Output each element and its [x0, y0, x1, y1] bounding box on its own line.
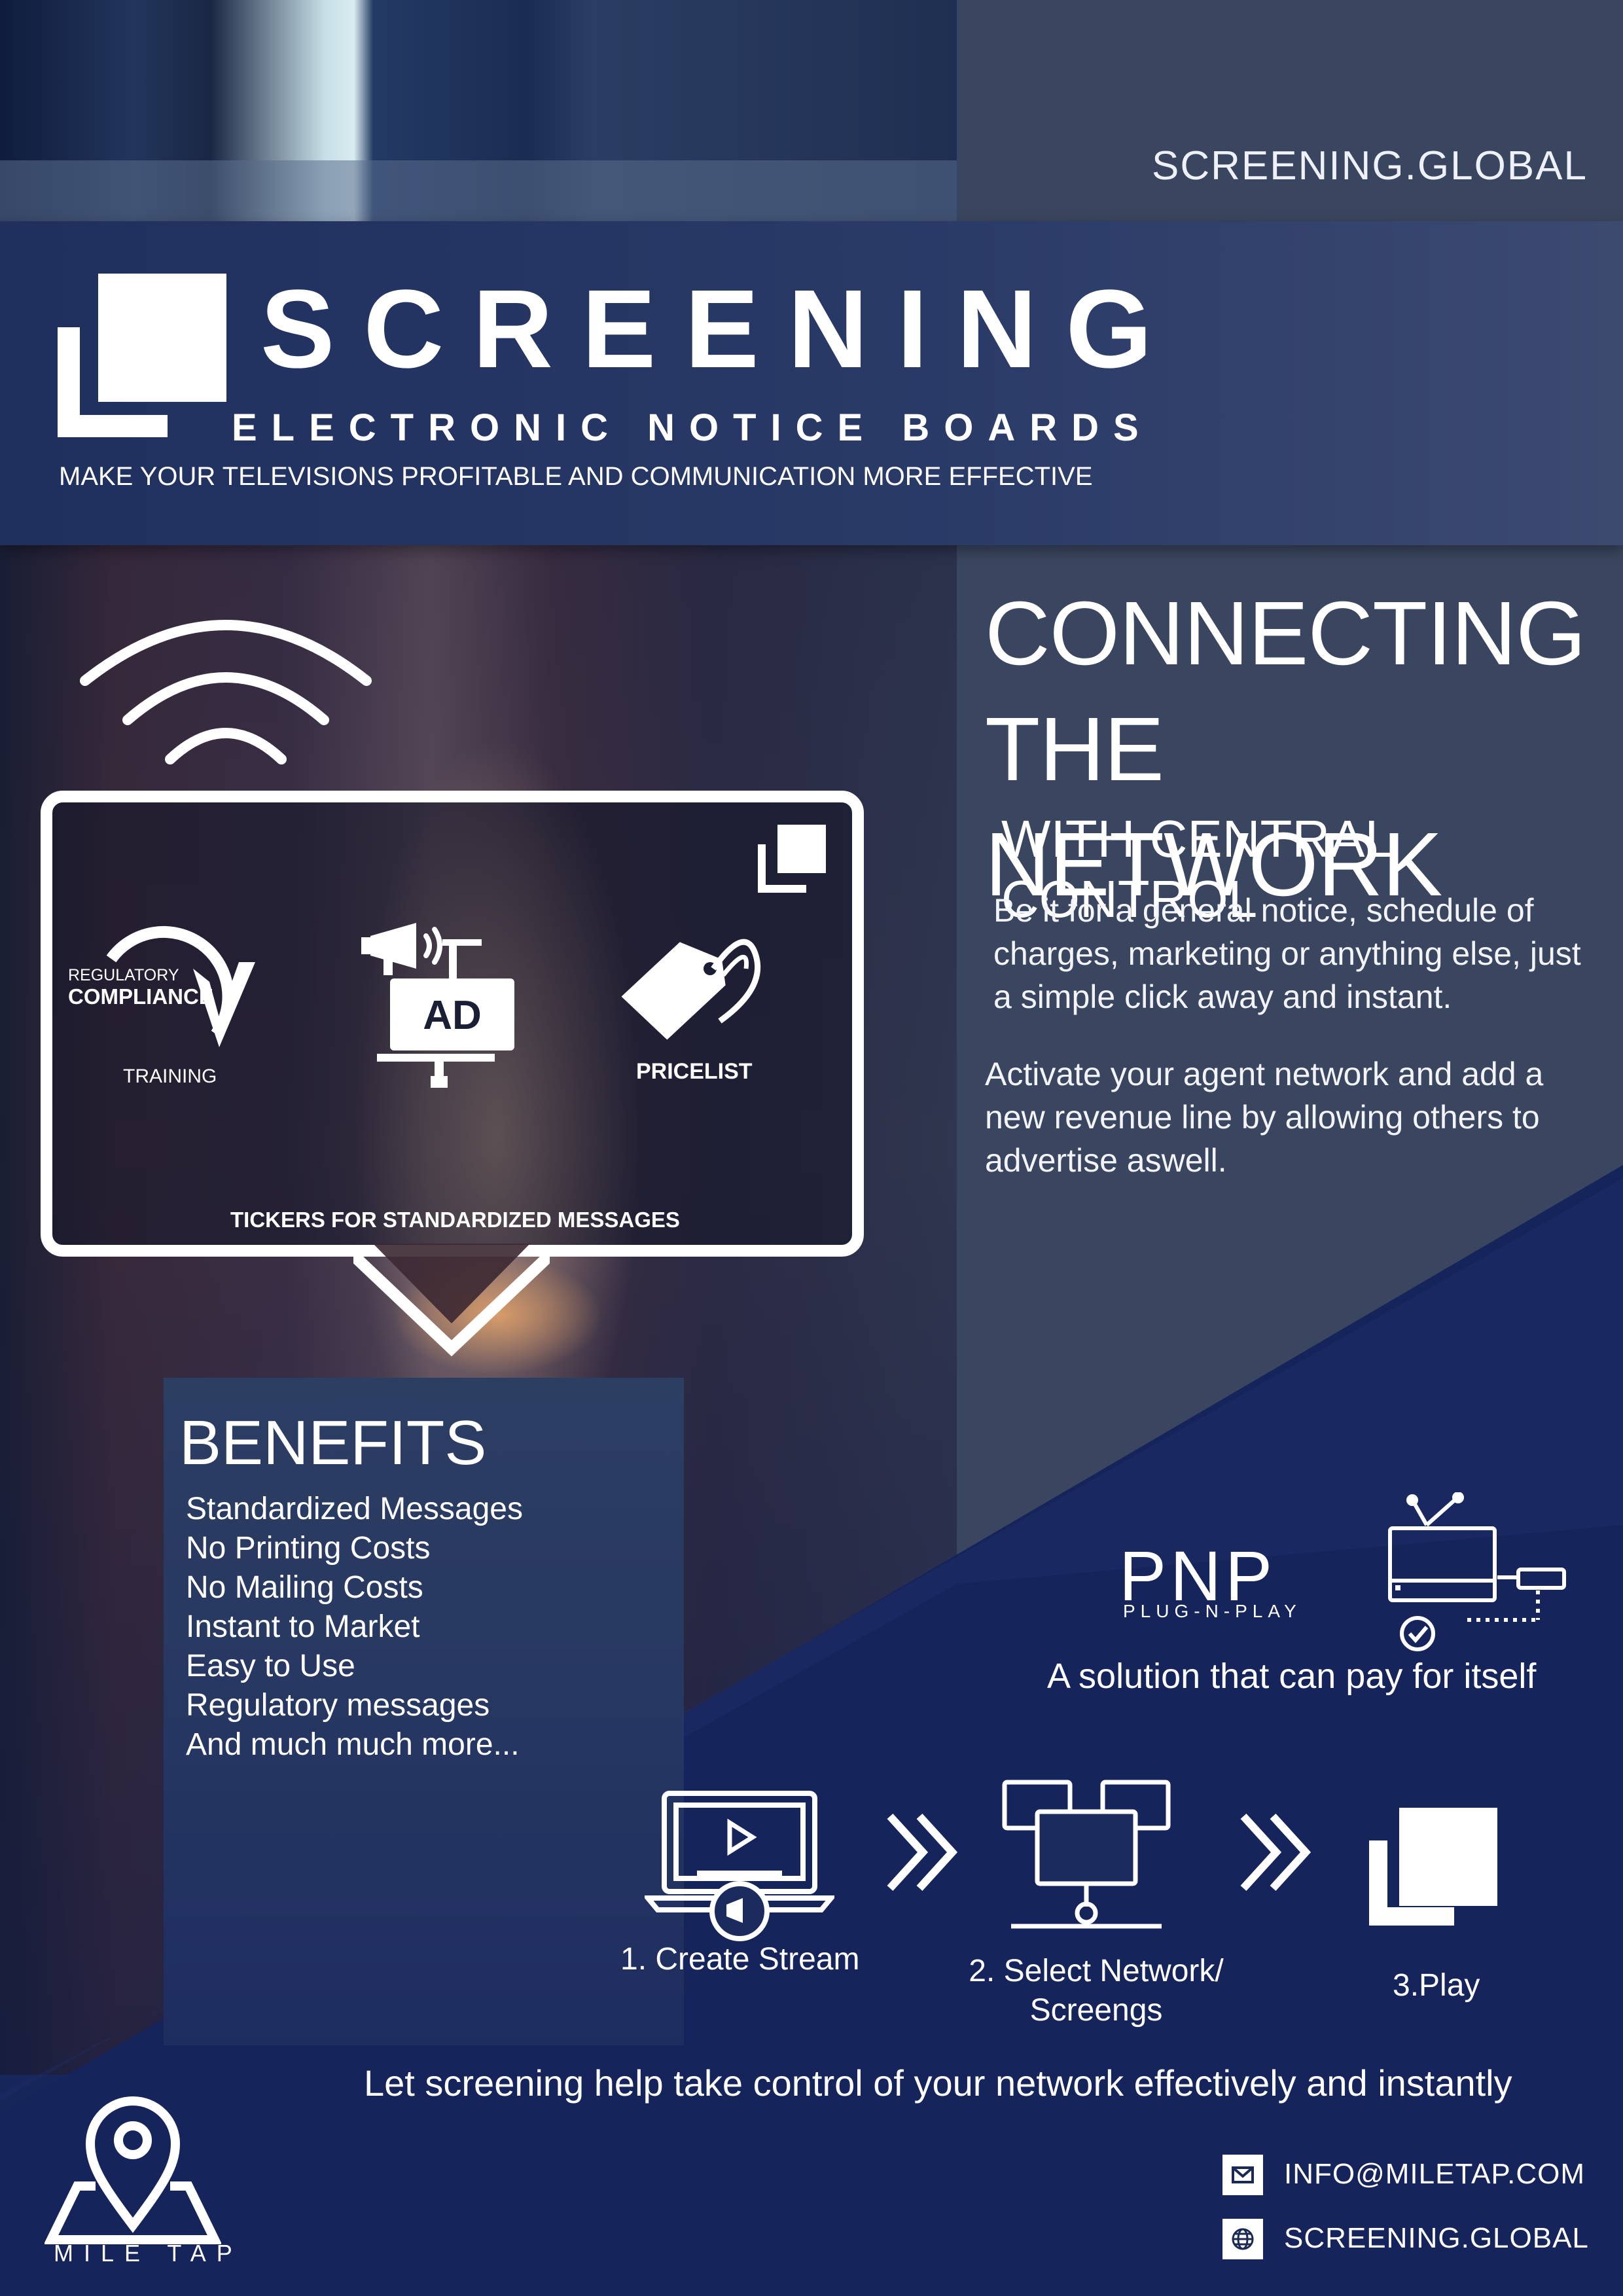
- ad-megaphone-icon: AD: [361, 923, 514, 1088]
- list-item: Easy to Use: [186, 1649, 355, 1683]
- price-tag-icon: [621, 939, 761, 1040]
- pnp-tagline: A solution that can pay for itself: [1047, 1657, 1537, 1696]
- contact-email[interactable]: INFO@MILETAP.COM: [1284, 2158, 1585, 2190]
- mini-logo-icon: [758, 825, 826, 893]
- wifi-icon: [80, 620, 372, 764]
- connect-paragraph-1: Be it for a general notice, schedule of …: [993, 892, 1581, 1015]
- brand-subtitle: ELECTRONIC NOTICE BOARDS: [232, 406, 1153, 449]
- step2-label-line1: 2. Select Network/: [969, 1954, 1224, 1988]
- regulatory-label: REGULATORY: [68, 966, 179, 984]
- ticker-caption: TICKERS FOR STANDARDIZED MESSAGES: [230, 1208, 680, 1232]
- step2-label: 2. Select Network/ Screengs: [955, 1952, 1237, 2030]
- ad-text: AD: [423, 993, 482, 1038]
- list-item: Instant to Market: [186, 1609, 420, 1644]
- contact-website[interactable]: SCREENING.GLOBAL: [1284, 2222, 1589, 2254]
- photo-overlay-band: [0, 160, 957, 223]
- tv-antenna-icon: [1388, 1492, 1566, 1651]
- header-band: [0, 221, 1623, 545]
- list-item: Standardized Messages: [186, 1492, 523, 1526]
- pnp-title: PNP: [1119, 1536, 1277, 1615]
- connect-heading-line2: THE NETWORK: [985, 698, 1442, 916]
- connect-heading-line1: CONNECTING: [985, 583, 1586, 684]
- training-label: TRAINING: [123, 1066, 217, 1087]
- pnp-subtitle: PLUG-N-PLAY: [1123, 1601, 1302, 1621]
- step2-label-line2: Screengs: [1029, 1993, 1163, 2028]
- mail-icon: [1222, 2155, 1263, 2195]
- connect-paragraph-2: Activate your agent network and add a ne…: [985, 1056, 1544, 1179]
- site-url-top: SCREENING.GLOBAL: [1152, 143, 1588, 188]
- closing-statement: Let screening help take control of your …: [364, 2062, 1512, 2104]
- step1-label: 1. Create Stream: [620, 1942, 860, 1977]
- list-item: No Printing Costs: [186, 1531, 431, 1566]
- double-chevron-icon: [887, 1813, 958, 1892]
- connect-subheading: WITH CENTRAL CONTROL: [1001, 810, 1393, 928]
- header-tagline: MAKE YOUR TELEVISIONS PROFITABLE AND COM…: [59, 462, 1093, 491]
- benefits-list: Standardized Messages No Printing Costs …: [186, 1490, 523, 1765]
- list-item: And much much more...: [186, 1727, 520, 1762]
- compliance-label: COMPLIANCE: [68, 984, 213, 1009]
- play-logo-icon: [1399, 1808, 1497, 1906]
- list-item: Regulatory messages: [186, 1688, 490, 1723]
- play-logo-back: [1369, 1840, 1454, 1926]
- location-pin-icon: [45, 2096, 221, 2244]
- step3-label: 3.Play: [1393, 1968, 1480, 2003]
- pricelist-label: PRICELIST: [636, 1059, 753, 1084]
- connect-heading: CONNECTING THE NETWORK: [985, 576, 1623, 923]
- globe-icon: [1222, 2219, 1263, 2259]
- logo-front-square: [98, 274, 226, 402]
- benefits-panel: [164, 1378, 684, 2045]
- double-chevron-icon: [1240, 1813, 1311, 1892]
- brand-title: SCREENING: [260, 267, 1181, 391]
- list-item: No Mailing Costs: [186, 1570, 423, 1605]
- speech-tail: [353, 1244, 550, 1357]
- compliance-check-icon: [106, 926, 255, 1047]
- benefits-title: BENEFITS: [179, 1408, 487, 1478]
- logo-back-square: [58, 327, 168, 437]
- network-screens-icon: [1002, 1780, 1171, 1929]
- company-name: MILE TAP: [54, 2240, 243, 2267]
- video-laptop-icon: [645, 1791, 834, 1941]
